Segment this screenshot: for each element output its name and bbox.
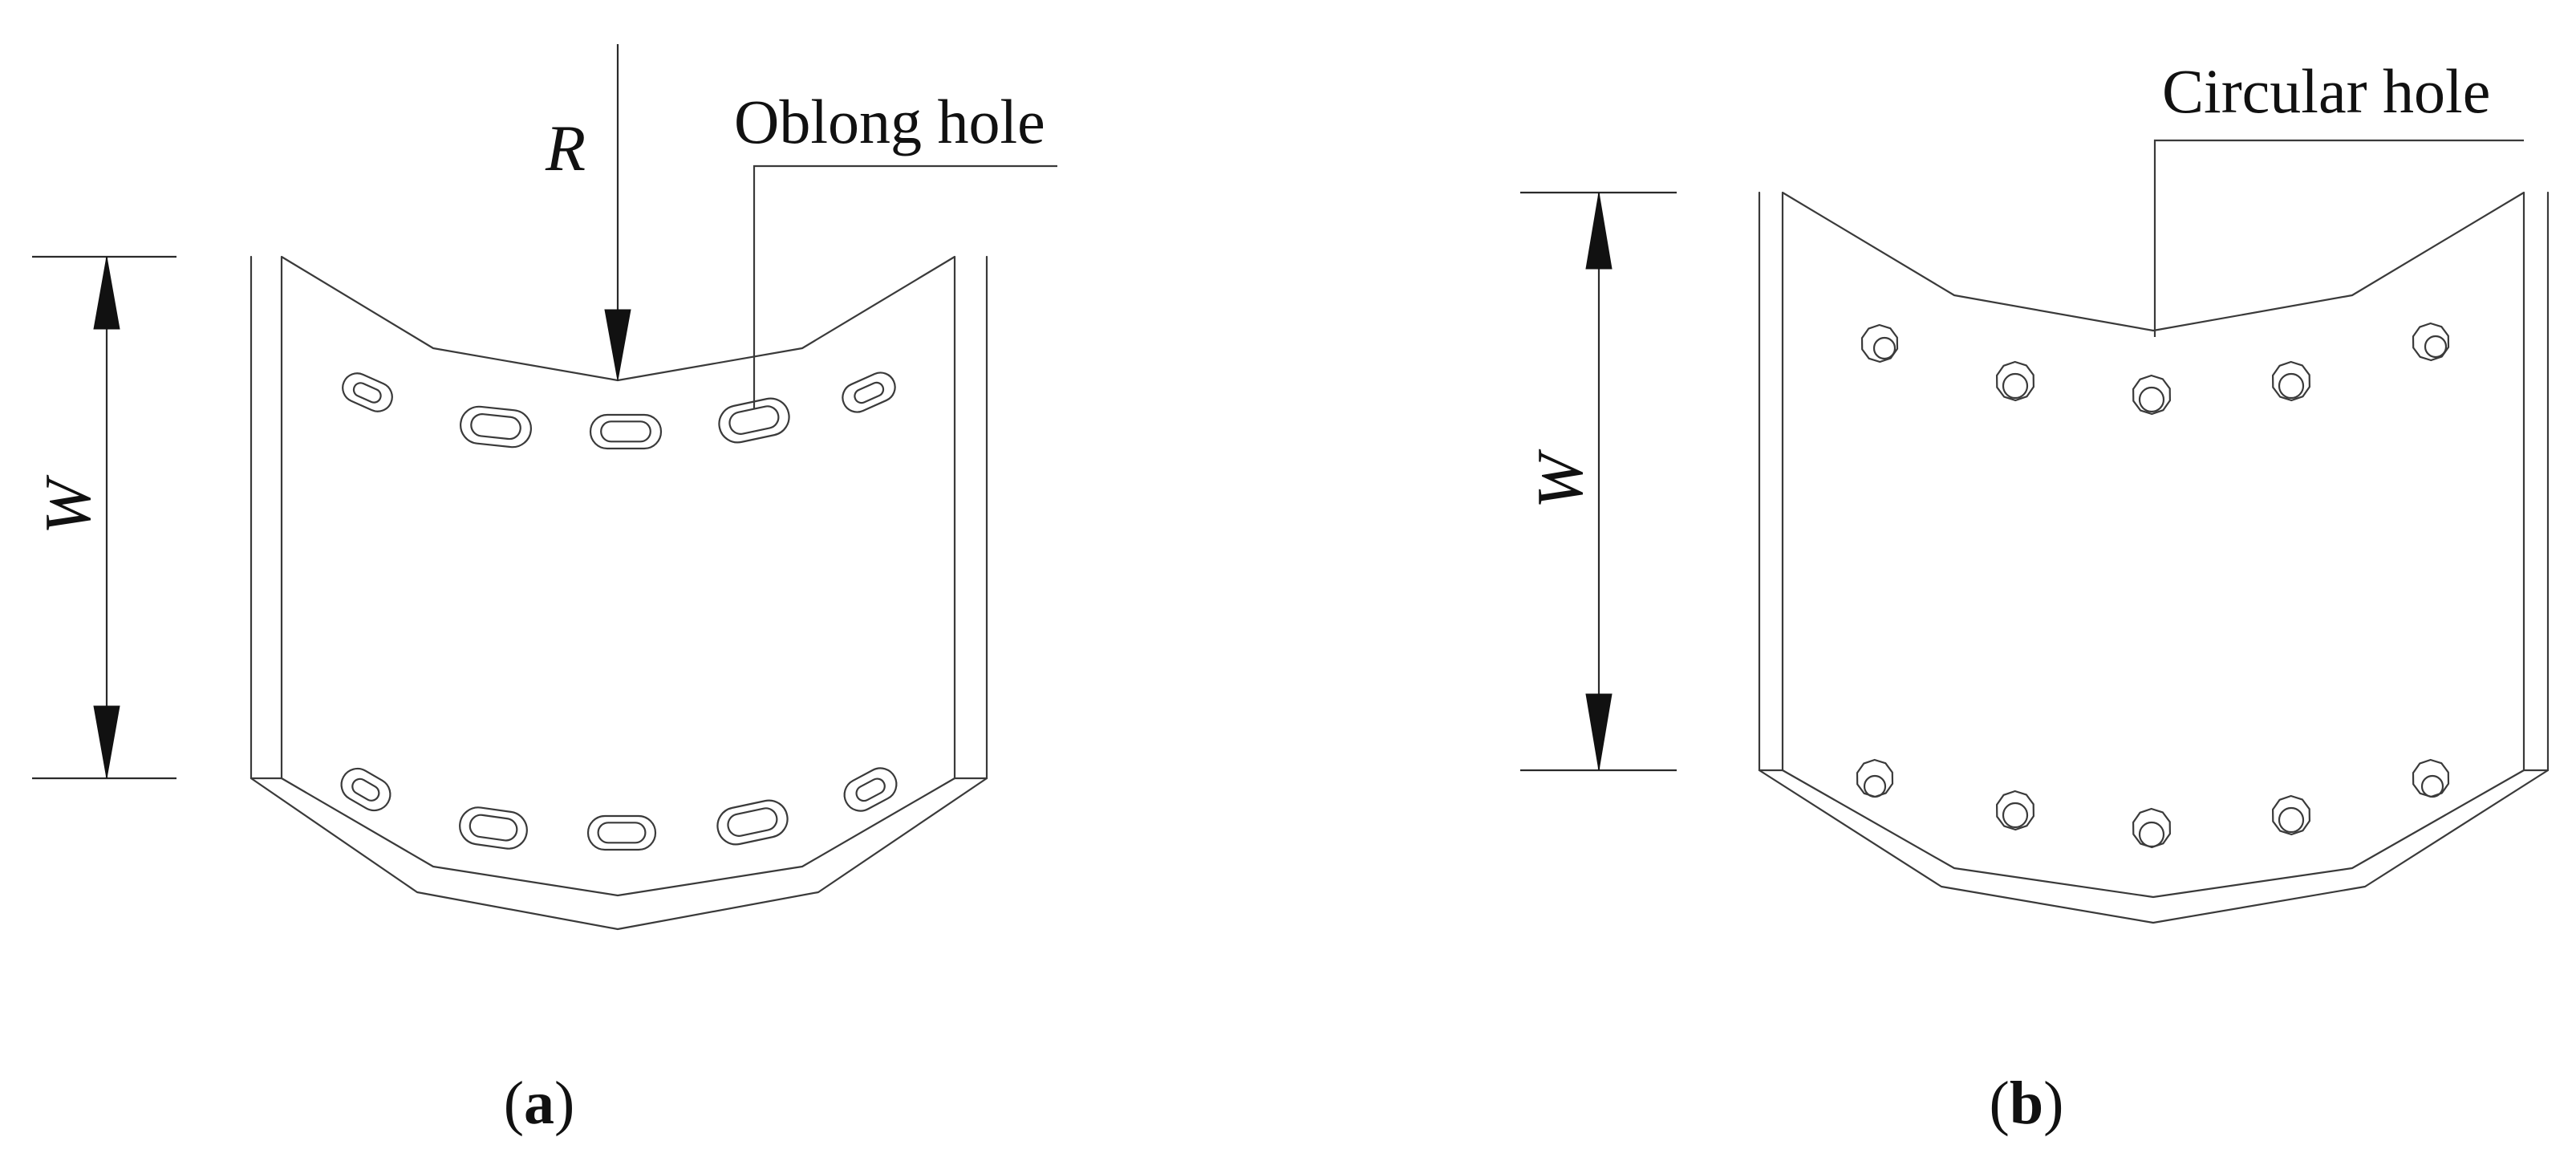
- oblong-hole: [586, 814, 657, 851]
- circular-hole-label: Circular hole: [2162, 56, 2490, 126]
- width-dimension-a: W: [31, 255, 176, 780]
- oblong-hole: [460, 405, 532, 449]
- circular-hole-leader: Circular hole: [2153, 56, 2524, 337]
- circular-hole: [1856, 758, 1894, 798]
- circular-hole: [1996, 790, 2034, 831]
- caption-a: (a): [504, 1070, 575, 1137]
- panel-b: W Circular hole (b): [1520, 56, 2550, 1137]
- caption-b: (b): [1990, 1070, 2064, 1137]
- oblong-hole: [340, 767, 391, 812]
- oblong-hole: [843, 767, 898, 812]
- circular-hole: [1996, 360, 2034, 402]
- plate-b-outline: [1758, 191, 2550, 924]
- oblong-hole: [842, 371, 896, 413]
- oblong-holes-a: [340, 371, 898, 851]
- circular-hole: [2272, 360, 2310, 402]
- oblong-hole-label: Oblong hole: [734, 87, 1045, 156]
- oblong-hole: [459, 806, 528, 850]
- dimension-arrow-bottom: [1585, 693, 1613, 771]
- oblong-hole: [342, 372, 393, 412]
- circular-hole: [2412, 322, 2450, 362]
- panel-a: W R Oblong hole (a): [31, 44, 1057, 1137]
- oblong-hole: [716, 799, 789, 846]
- circular-hole: [2132, 374, 2171, 416]
- width-dimension-b: W: [1520, 191, 1677, 772]
- radius-arrow: [604, 309, 631, 381]
- radius-symbol: R: [545, 112, 586, 185]
- dimension-arrow-top: [1585, 192, 1613, 270]
- radius-indicator-a: R: [545, 44, 631, 381]
- width-symbol: W: [1523, 449, 1596, 509]
- circular-hole: [2412, 758, 2450, 798]
- oblong-hole: [589, 413, 663, 450]
- circular-hole: [1860, 323, 1899, 363]
- width-symbol: W: [31, 474, 104, 534]
- dimension-arrow-top: [93, 256, 120, 330]
- oblong-hole-leader: Oblong hole: [734, 87, 1057, 409]
- circular-hole: [2132, 807, 2171, 849]
- circular-hole: [2272, 794, 2310, 836]
- dimension-arrow-bottom: [93, 705, 120, 779]
- oblong-hole: [718, 397, 790, 444]
- circular-holes-b: [1856, 322, 2450, 849]
